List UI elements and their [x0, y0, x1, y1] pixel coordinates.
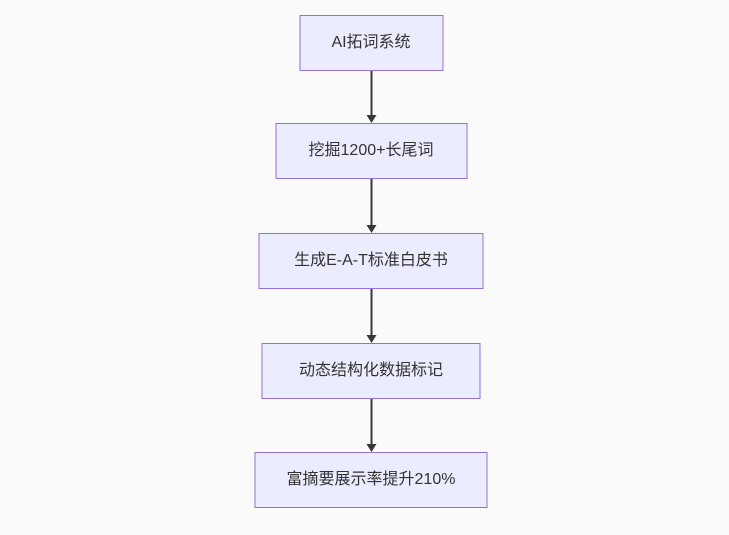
arrow-line — [370, 289, 372, 335]
flow-edge-2 — [366, 179, 376, 233]
arrowhead-down-icon — [366, 225, 376, 233]
arrowhead-down-icon — [366, 444, 376, 452]
arrow-line — [370, 71, 372, 115]
flow-edge-1 — [366, 71, 376, 123]
flow-edge-3 — [366, 289, 376, 343]
flowchart-node-eat-whitepaper: 生成E-A-T标准白皮书 — [258, 233, 484, 289]
arrowhead-down-icon — [366, 115, 376, 123]
node-label: 动态结构化数据标记 — [298, 362, 443, 379]
flowchart: AI拓词系统 挖掘1200+长尾词 生成E-A-T标准白皮书 动态结构化数据标记 — [254, 15, 488, 508]
flowchart-node-rich-snippet-result: 富摘要展示率提升210% — [254, 452, 488, 508]
arrow-line — [370, 399, 372, 444]
node-label: 富摘要展示率提升210% — [286, 471, 456, 488]
node-label: 挖掘1200+长尾词 — [308, 142, 434, 159]
arrow-line — [370, 179, 372, 225]
flowchart-node-structured-data-markup: 动态结构化数据标记 — [261, 343, 481, 399]
flowchart-node-ai-keyword-system: AI拓词系统 — [299, 15, 443, 71]
node-label: 生成E-A-T标准白皮书 — [294, 252, 448, 269]
arrowhead-down-icon — [366, 335, 376, 343]
node-label: AI拓词系统 — [331, 34, 411, 51]
flowchart-node-longtail-keywords: 挖掘1200+长尾词 — [275, 123, 467, 179]
flow-edge-4 — [366, 399, 376, 452]
